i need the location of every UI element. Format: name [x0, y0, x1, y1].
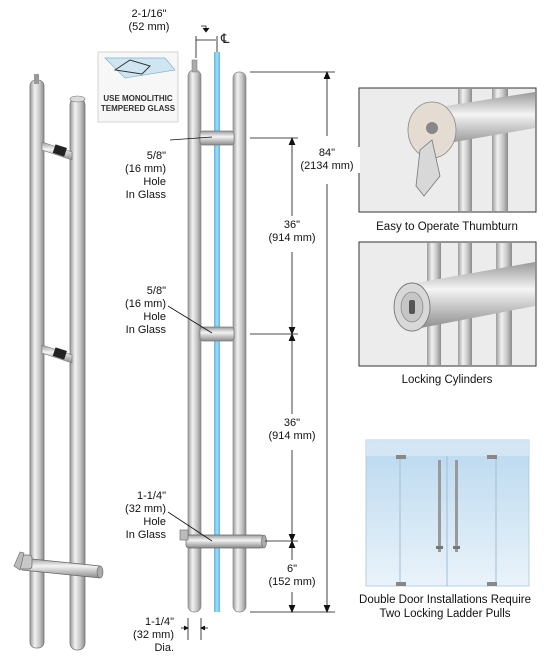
- bottom-offset-mm: (152 mm): [268, 576, 316, 588]
- double-door-caption-line2: Two Locking Ladder Pulls: [379, 608, 511, 620]
- upper-span-dimension: 36" (914 mm): [262, 219, 322, 245]
- tube-diameter-suffix: Dia.: [154, 642, 174, 654]
- double-door-caption: Double Door Installations Require Two Lo…: [340, 593, 550, 621]
- hole-mid-mm: (16 mm): [125, 298, 166, 310]
- glass-badge-text: USE MONOLITHIC TEMPERED GLASS: [98, 94, 178, 114]
- lower-span-dimension: 36" (914 mm): [262, 417, 322, 443]
- double-door-caption-line1: Double Door Installations Require: [359, 594, 531, 606]
- hole-mid-word: Hole: [143, 311, 166, 323]
- tube-diameter-dimension: 1-1/4" (32 mm) Dia.: [112, 616, 174, 655]
- dimension-lines: [167, 25, 335, 640]
- hole-mid-callout: 5/8" (16 mm) Hole In Glass: [100, 285, 166, 337]
- thumbturn-caption: Easy to Operate Thumbturn: [376, 221, 518, 233]
- top-offset-dimension: 2-1/16" (52 mm): [100, 8, 198, 34]
- glass-badge-line2: TEMPERED GLASS: [100, 104, 176, 113]
- hole-top-location: In Glass: [125, 189, 166, 201]
- product-render: [13, 74, 104, 651]
- tube-diameter-in: 1-1/4": [145, 616, 174, 628]
- bottom-offset-dimension: 6" (152 mm): [262, 563, 322, 589]
- upper-span-in: 36": [283, 219, 301, 231]
- cylinder-photo-art: [358, 241, 537, 367]
- tempered-glass-badge: [97, 51, 179, 123]
- hole-bottom-word: Hole: [143, 516, 166, 528]
- centerline-symbol: ℄: [221, 31, 230, 46]
- tube-diameter-mm: (32 mm): [133, 629, 174, 641]
- double-door-art: [365, 439, 530, 587]
- hole-bottom-size: 1-1/4": [137, 490, 166, 502]
- overall-length-in: 84": [318, 147, 336, 159]
- hole-bottom-callout: 1-1/4" (32 mm) Hole In Glass: [100, 490, 166, 542]
- hole-top-mm: (16 mm): [125, 163, 166, 175]
- hole-bottom-mm: (32 mm): [125, 503, 166, 515]
- hole-mid-size: 5/8": [146, 285, 166, 297]
- elevation-drawing: [179, 52, 267, 613]
- lower-span-in: 36": [283, 417, 301, 429]
- thumbturn-photo-art: [358, 87, 537, 213]
- upper-span-mm: (914 mm): [268, 232, 316, 244]
- hole-bottom-location: In Glass: [125, 529, 166, 541]
- top-offset-in: 2-1/16": [131, 8, 167, 20]
- hole-top-callout: 5/8" (16 mm) Hole In Glass: [100, 150, 166, 202]
- cylinder-caption: Locking Cylinders: [401, 374, 493, 386]
- hole-top-size: 5/8": [146, 150, 166, 162]
- overall-length-mm: (2134 mm): [300, 160, 354, 172]
- hole-top-word: Hole: [143, 176, 166, 188]
- overall-length-dimension: 84" (2134 mm): [294, 147, 360, 173]
- bottom-offset-in: 6": [286, 563, 298, 575]
- hole-mid-location: In Glass: [125, 324, 166, 336]
- lower-span-mm: (914 mm): [268, 430, 316, 442]
- top-offset-mm: (52 mm): [128, 21, 170, 33]
- glass-badge-line1: USE MONOLITHIC: [103, 94, 173, 103]
